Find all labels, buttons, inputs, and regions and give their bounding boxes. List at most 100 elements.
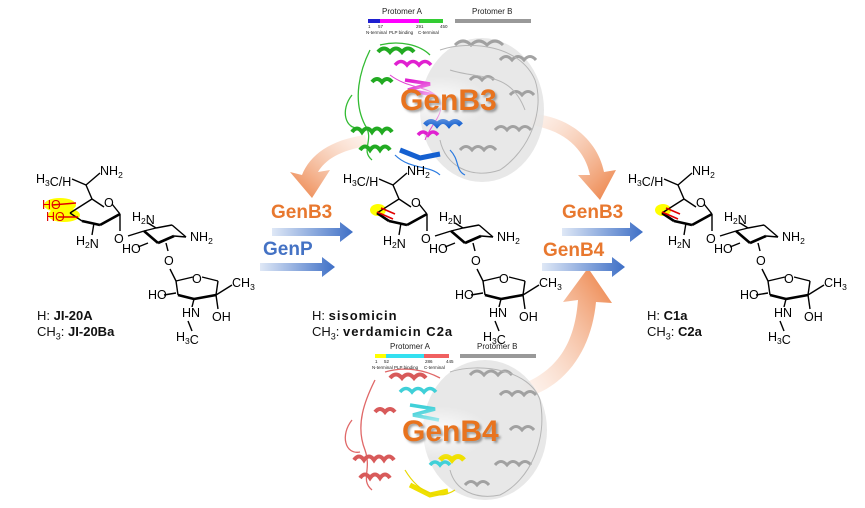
bond [157, 234, 175, 245]
straight-arrow-step1-bottom [260, 257, 335, 277]
bond [173, 235, 187, 238]
bond [85, 172, 101, 186]
bond [765, 235, 779, 238]
bond [99, 212, 121, 227]
hydroxyl-label: HO [714, 242, 733, 256]
r-group-label: H3C/H [36, 172, 71, 189]
bond [476, 268, 484, 282]
genb3-tick-4: 450 [440, 24, 448, 29]
bond [500, 293, 524, 301]
hydroxyl-label: HO [740, 288, 759, 302]
methyl-label: CH3 [539, 276, 562, 292]
bond [434, 230, 452, 237]
amine-label: NH2 [100, 164, 123, 180]
bond [444, 242, 456, 248]
genb3-protomer-a-label: Protomer A [382, 7, 423, 16]
colon: : [670, 324, 675, 339]
bond [147, 222, 157, 229]
compound-name-c2a: C2a [678, 324, 702, 339]
bond [171, 224, 187, 238]
bond [143, 227, 157, 232]
genb3-region-plp: PLP binding [389, 30, 414, 35]
bond [661, 198, 685, 214]
colon: : [335, 324, 340, 339]
bond [793, 276, 811, 282]
bond [763, 224, 779, 238]
compound-name-c1a: C1a [663, 308, 688, 323]
methyl-label: H3C [768, 330, 791, 347]
bond-double [661, 211, 679, 220]
genb4-protomer-a-label: Protomer A [390, 342, 431, 351]
highlight-double-bond [370, 204, 386, 216]
bond [175, 276, 194, 282]
bond [450, 227, 464, 232]
genb4-region-plp: PLP binding [394, 365, 419, 370]
bond [683, 222, 687, 236]
genb4-tick-4: 445 [446, 359, 454, 364]
bond [406, 212, 428, 227]
amine-label: H2N [439, 210, 462, 227]
substituent-prefix: CH [312, 324, 331, 339]
amine-label: H2N [383, 234, 406, 251]
colon: : [60, 324, 65, 339]
amine-label: NH2 [190, 230, 213, 246]
bond [169, 268, 177, 282]
bond-double [376, 211, 394, 220]
bond [81, 219, 101, 227]
bond [761, 268, 769, 282]
compound-end-ch3-label: CH3: C2a [647, 324, 702, 345]
bond [137, 242, 149, 248]
genb3-domain-legend [368, 19, 531, 23]
bond [482, 276, 501, 282]
bond [215, 294, 219, 310]
hydroxyl-label: OH [804, 310, 823, 324]
substituent-prefix: CH [647, 324, 666, 339]
bond [807, 280, 811, 296]
compound-name-verdamicin-c2a: verdamicin C2a [343, 324, 454, 339]
bond-double [380, 207, 396, 215]
hydroxyl-label: HO [148, 288, 167, 302]
bond [187, 320, 193, 332]
genb3-protomer-b-label: Protomer B [472, 7, 513, 16]
hydroxyl-label: HO [455, 288, 474, 302]
glycosidic-oxygen-label: O [164, 254, 174, 268]
subscript: 3 [665, 331, 671, 342]
genb4-region-cterm: C-terminal [424, 365, 445, 370]
straight-arrow-step2-bottom [542, 257, 625, 277]
curved-arrow-genb3-to-middle [290, 135, 368, 198]
genb3-region-cterm: C-terminal [418, 30, 439, 35]
bond [392, 172, 408, 186]
genb3-protein-label: GenB3 [400, 84, 497, 117]
subscript: 3 [330, 331, 336, 342]
bond [69, 198, 93, 214]
ring-oxygen-label: O [104, 196, 114, 210]
bond [191, 298, 195, 308]
bond [673, 219, 693, 227]
genb3-protein-structure [344, 38, 544, 182]
bond [193, 293, 217, 301]
bond [464, 234, 482, 245]
bond [175, 280, 179, 296]
bond [735, 230, 751, 244]
bond [376, 211, 390, 223]
amine-label: H2N [724, 210, 747, 227]
curved-arrow-genb4-to-end [520, 268, 612, 398]
substituent-prefix: H: [37, 308, 50, 323]
legend-bar-genb3-plp [380, 19, 419, 23]
bond [450, 230, 466, 244]
compound-end-h-label: H: C1a [647, 308, 687, 323]
glycosidic-oxygen-label: O [471, 254, 481, 268]
amine-label: HN [182, 306, 200, 320]
bond [683, 198, 697, 208]
methyl-label: H3C [483, 330, 506, 347]
compound-start-h-label: H: JI-20A [37, 308, 93, 323]
glycosidic-oxygen-label: O [706, 232, 716, 246]
bond [739, 222, 749, 229]
bond [767, 276, 786, 282]
substituent-prefix: CH [37, 324, 56, 339]
methyl-label: CH3 [824, 276, 847, 292]
bond [498, 298, 502, 308]
bond [757, 242, 761, 252]
bond [163, 292, 177, 296]
